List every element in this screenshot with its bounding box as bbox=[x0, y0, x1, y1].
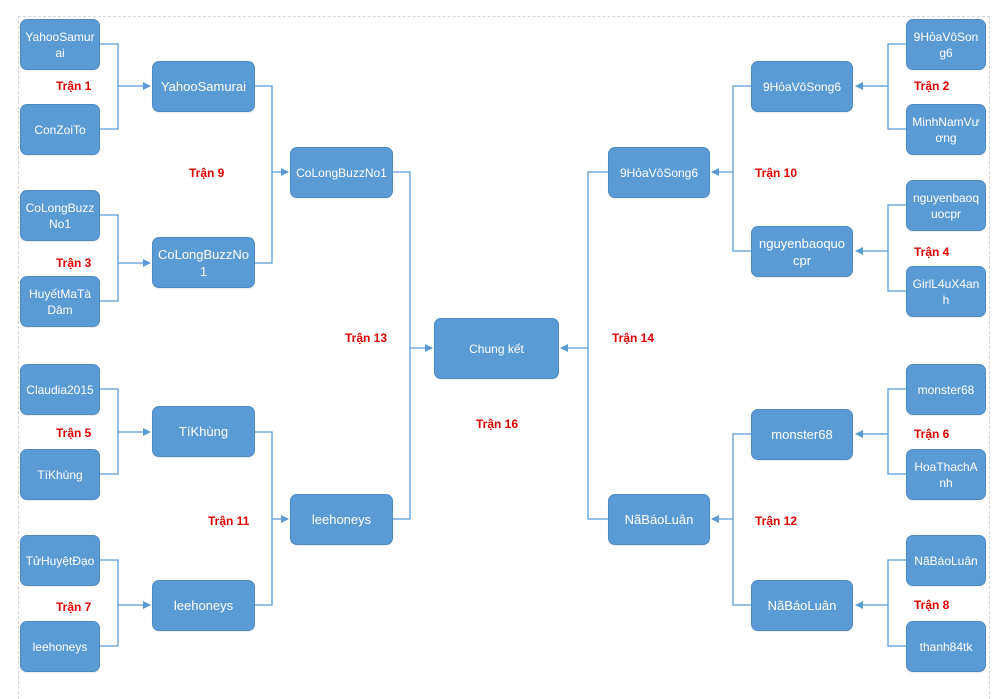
match-label: Trận 1 bbox=[56, 79, 92, 93]
connector-m3 bbox=[100, 214, 150, 302]
round2-winner-node: 9HỏaVôSong6 bbox=[751, 61, 853, 112]
match-label: Trận 2 bbox=[914, 79, 950, 93]
connector-m14 bbox=[561, 171, 608, 520]
connector-m8 bbox=[856, 559, 906, 647]
player-node: TửHuyệtĐạo bbox=[20, 535, 100, 586]
player-node: CoLongBuzzNo1 bbox=[20, 190, 100, 241]
diagram-frame bbox=[18, 16, 990, 699]
round2-winner-node: leehoneys bbox=[152, 580, 255, 631]
match-label: Trận 4 bbox=[914, 245, 950, 259]
match-label: Trận 13 bbox=[345, 331, 388, 345]
player-node: YahooSamurai bbox=[20, 19, 100, 70]
connector-m12 bbox=[712, 433, 751, 606]
match-label: Trận 8 bbox=[914, 598, 950, 612]
round3-winner-node: leehoneys bbox=[290, 494, 393, 545]
player-node: GirlL4uX4anh bbox=[906, 266, 986, 317]
player-node: MinhNamVương bbox=[906, 104, 986, 155]
match-label: Trận 3 bbox=[56, 256, 92, 270]
player-node: thanh84tk bbox=[906, 621, 986, 672]
player-node: NãBáoLuân bbox=[906, 535, 986, 586]
round2-winner-node: YahooSamurai bbox=[152, 61, 255, 112]
match-label: Trận 9 bbox=[189, 166, 225, 180]
connector-m2 bbox=[856, 43, 906, 130]
player-node: Claudia2015 bbox=[20, 364, 100, 415]
round3-winner-node: CoLongBuzzNo1 bbox=[290, 147, 393, 198]
round2-winner-node: CoLongBuzzNo1 bbox=[152, 237, 255, 288]
connector-m9 bbox=[255, 85, 288, 264]
final-node: Chung kết bbox=[434, 318, 559, 379]
connector-m10 bbox=[712, 85, 751, 252]
match-label: Trận 11 bbox=[208, 514, 250, 528]
match-label: Trận 7 bbox=[56, 600, 92, 614]
player-node: nguyenbaoquocpr bbox=[906, 180, 986, 231]
connector-m13 bbox=[393, 171, 432, 520]
player-node: HuyếtMaTàDâm bbox=[20, 276, 100, 327]
round2-winner-node: monster68 bbox=[751, 409, 853, 460]
round2-winner-node: NãBáoLuân bbox=[751, 580, 853, 631]
match-label: Trận 16 bbox=[476, 417, 519, 431]
round2-winner-node: TíKhùng bbox=[152, 406, 255, 457]
connector-m1 bbox=[100, 43, 150, 130]
player-node: HoaThachAnh bbox=[906, 449, 986, 500]
round3-winner-node: 9HỏaVôSong6 bbox=[608, 147, 710, 198]
player-node: ConZoiTo bbox=[20, 104, 100, 155]
player-node: 9HỏaVôSong6 bbox=[906, 19, 986, 70]
player-node: leehoneys bbox=[20, 621, 100, 672]
player-node: TíKhùng bbox=[20, 449, 100, 500]
round3-winner-node: NãBáoLuân bbox=[608, 494, 710, 545]
connector-m7 bbox=[100, 559, 150, 647]
match-label: Trận 6 bbox=[914, 427, 950, 441]
round2-winner-node: nguyenbaoquocpr bbox=[751, 226, 853, 277]
connector-m6 bbox=[856, 388, 906, 475]
connector-m4 bbox=[856, 204, 906, 292]
match-label: Trận 14 bbox=[612, 331, 655, 345]
match-label: Trận 10 bbox=[755, 166, 798, 180]
connector-m11 bbox=[255, 431, 288, 606]
match-label: Trận 12 bbox=[755, 514, 798, 528]
connector-m5 bbox=[100, 388, 150, 475]
match-label: Trận 5 bbox=[56, 426, 92, 440]
player-node: monster68 bbox=[906, 364, 986, 415]
